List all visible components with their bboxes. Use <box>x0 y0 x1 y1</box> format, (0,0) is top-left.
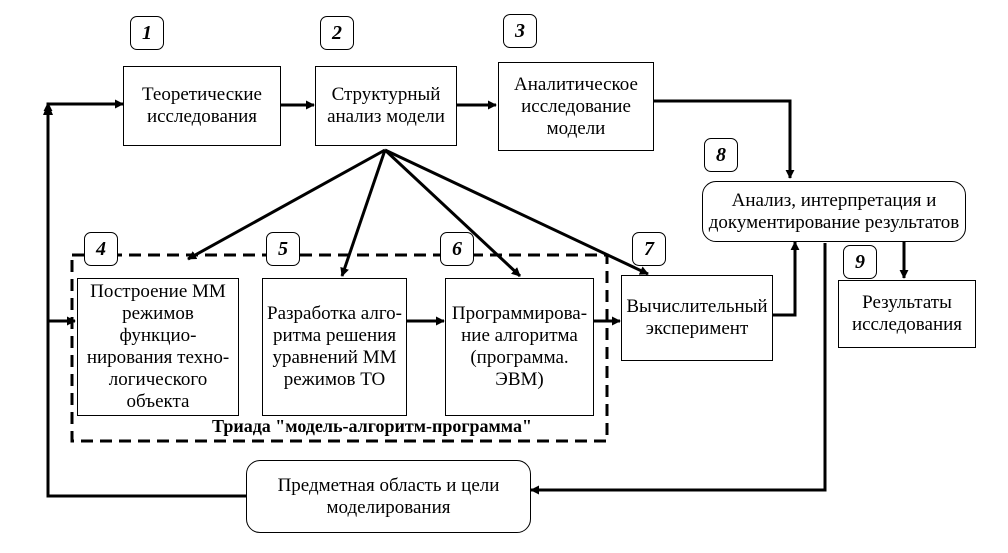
box-theoretical-research: Теоретические исследования <box>123 66 281 146</box>
step-number-9: 9 <box>843 245 877 279</box>
step-number-3: 3 <box>503 14 537 48</box>
box-mm-construction: Построение ММ режимов функцио-нирования … <box>77 278 239 416</box>
box-structural-analysis: Структурный анализ модели <box>315 66 457 146</box>
step-number-7: 7 <box>632 232 666 266</box>
arrow-2-to-5 <box>340 149 387 277</box>
box-programming: Программирова-ние алгоритма (программа. … <box>445 278 594 416</box>
triad-label: Триада "модель-алгоритм-программа" <box>212 416 532 436</box>
step-number-1: 1 <box>130 16 164 50</box>
box-analysis-interpretation: Анализ, интерпретация и документирование… <box>702 181 966 242</box>
step-number-6: 6 <box>440 232 474 266</box>
step-number-5: 5 <box>266 232 300 266</box>
arrow-2-to-6 <box>383 148 522 278</box>
box-subject-area-goals: Предметная область и цели моделирования <box>246 460 531 533</box>
box-analytical-study: Аналитическое исследование модели <box>498 62 654 151</box>
arrow-2-to-7 <box>384 148 649 276</box>
arrow-8-to-10 <box>530 243 827 495</box>
arrow-2-to-4 <box>187 148 386 261</box>
step-number-8: 8 <box>704 138 738 172</box>
arrow-7-to-8 <box>773 241 800 317</box>
arrow-3-to-8 <box>654 99 795 179</box>
box-research-results: Результаты исследования <box>838 280 976 348</box>
corner-up-arrowhead <box>43 103 53 115</box>
step-number-2: 2 <box>320 16 354 50</box>
step-number-4: 4 <box>84 232 118 266</box>
arrow-10-to-1 <box>46 99 246 498</box>
box-computational-experiment: Вычислительный эксперимент <box>621 275 773 361</box>
triad-frame <box>70 253 609 443</box>
box-algorithm-development: Разработка алго-ритма решения уравнений … <box>262 278 407 416</box>
